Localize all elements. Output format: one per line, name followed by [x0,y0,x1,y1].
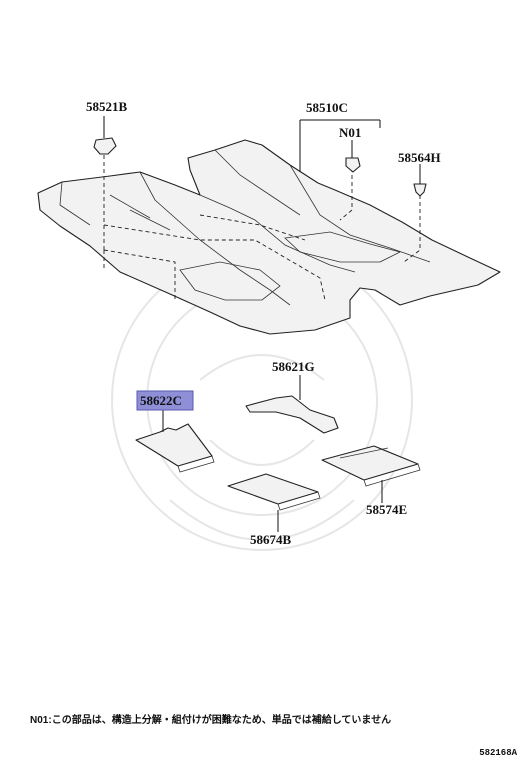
projection-lines [103,155,421,301]
label-N01: N01 [339,125,361,140]
floor-carpet-58510C[interactable] [37,139,501,335]
label-58622C: 58622C [140,393,182,408]
fastener-N01-icon[interactable] [345,140,361,173]
label-58510C: 58510C [306,100,348,115]
label-58521B: 58521B [86,99,128,114]
highlight-58622C [136,390,194,411]
leader-58510C [299,119,381,172]
document-id: 582168A [479,748,517,758]
clip-58521B-icon[interactable] [93,116,117,155]
label-58574E: 58574E [366,502,407,517]
pad-58674B[interactable] [227,473,321,532]
label-58621G: 58621G [272,359,315,374]
fastener-58564H-icon[interactable] [413,164,427,197]
footnote: N01:この部品は、構造上分解・組付けが困難なため、単品では補給していません [30,711,391,726]
label-58674B: 58674B [250,532,292,547]
footnote-text: :この部品は、構造上分解・組付けが困難なため、単品では補給していません [48,715,392,726]
pad-58622C[interactable] [135,410,215,473]
pad-58574E[interactable] [321,445,421,503]
footnote-code: N01 [30,715,49,726]
label-58564H: 58564H [398,150,441,165]
pad-58621G[interactable] [245,375,339,434]
